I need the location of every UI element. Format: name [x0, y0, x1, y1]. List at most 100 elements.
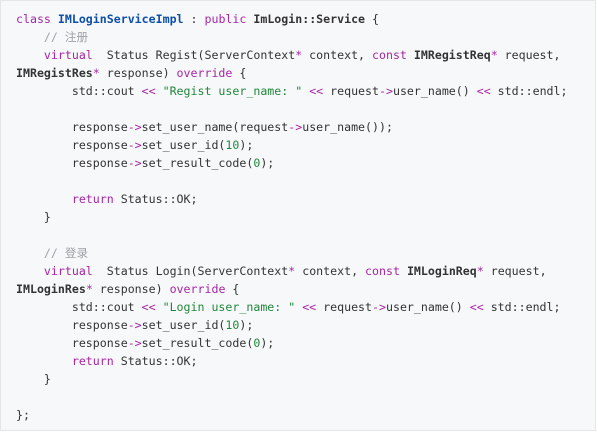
- code-token: // 登录: [43, 246, 89, 260]
- code-token: <<: [476, 84, 491, 98]
- code-token: std::cout: [16, 300, 142, 314]
- code-token: IMLoginReq: [406, 264, 477, 278]
- code-token: return: [71, 192, 114, 206]
- code-token: <<: [141, 84, 156, 98]
- code-token: <<: [141, 300, 156, 314]
- code-token: response: [16, 336, 128, 350]
- code-token: response: [16, 318, 128, 332]
- code-line: IMRegistRes* response) override {: [16, 64, 595, 82]
- code-token: IMLoginServiceImpl: [57, 12, 184, 26]
- code-token: *: [85, 282, 93, 296]
- code-token: <<: [302, 300, 317, 314]
- code-token: request: [316, 300, 373, 314]
- code-token: std::endl;: [483, 300, 561, 314]
- code-token: user_name(): [385, 300, 470, 314]
- code-token: *: [490, 48, 498, 62]
- code-token: Status::OK;: [113, 192, 198, 206]
- code-token: :: [183, 12, 205, 26]
- code-token: IMRegistRes: [16, 66, 93, 80]
- code-token: *: [476, 264, 484, 278]
- code-token: <<: [309, 84, 324, 98]
- code-token: std::cout: [16, 84, 142, 98]
- code-line: [16, 388, 595, 406]
- code-line: response->set_user_id(10);: [16, 136, 595, 154]
- code-line: return Status::OK;: [16, 190, 595, 208]
- code-token: [16, 192, 72, 206]
- code-line: }: [16, 370, 595, 388]
- code-token: [16, 30, 44, 44]
- code-token: ->: [127, 156, 142, 170]
- code-token: [16, 246, 44, 260]
- code-block: class IMLoginServiceImpl : public ImLogi…: [0, 0, 596, 431]
- code-token: Status Login(ServerContext: [92, 264, 289, 278]
- code-token: IMRegistReq: [413, 48, 491, 62]
- code-token: class: [16, 12, 58, 26]
- code-token: // 注册: [43, 30, 89, 44]
- code-token: *: [288, 264, 296, 278]
- code-token: "Regist user_name: ": [162, 84, 303, 98]
- code-token: request,: [497, 48, 561, 62]
- code-token: std::endl;: [490, 84, 568, 98]
- code-token: request,: [483, 264, 547, 278]
- code-token: virtual: [43, 48, 93, 62]
- code-token: set_result_code(: [141, 156, 254, 170]
- code-token: );: [239, 138, 254, 152]
- code-token: user_name());: [302, 120, 393, 134]
- code-token: public: [204, 12, 254, 26]
- code-line: response->set_result_code(0);: [16, 334, 595, 352]
- code-token: ImLogin::Service: [253, 12, 366, 26]
- code-token: [16, 264, 44, 278]
- code-line: [16, 172, 595, 190]
- code-token: const: [365, 264, 407, 278]
- code-token: ->: [288, 120, 303, 134]
- code-line: [16, 226, 595, 244]
- code-token: *: [92, 66, 100, 80]
- code-token: const: [372, 48, 414, 62]
- code-line: response->set_user_id(10);: [16, 316, 595, 334]
- code-line: return Status::OK;: [16, 352, 595, 370]
- code-line: virtual Status Login(ServerContext* cont…: [16, 262, 595, 280]
- code-token: [16, 354, 72, 368]
- code-line: // 注册: [16, 28, 595, 46]
- code-token: "Login user_name: ": [162, 300, 296, 314]
- code-token: {: [232, 66, 247, 80]
- code-token: override: [176, 66, 233, 80]
- code-token: ->: [127, 138, 142, 152]
- code-token: {: [225, 282, 240, 296]
- code-token: ->: [127, 336, 142, 350]
- code-token: override: [169, 282, 226, 296]
- code-token: 0: [253, 336, 261, 350]
- code-token: 0: [253, 156, 261, 170]
- code-token: user_name(): [392, 84, 477, 98]
- code-token: ->: [372, 300, 386, 314]
- code-token: set_user_name(request: [141, 120, 289, 134]
- code-token: <<: [469, 300, 484, 314]
- code-line: std::cout << "Regist user_name: " << req…: [16, 82, 595, 100]
- code-line: IMLoginRes* response) override {: [16, 280, 595, 298]
- code-line: };: [16, 406, 595, 424]
- code-token: }: [16, 210, 51, 224]
- code-token: response): [99, 66, 177, 80]
- code-line: response->set_user_name(request->user_na…: [16, 118, 595, 136]
- code-token: context,: [302, 48, 373, 62]
- code-token: ->: [379, 84, 393, 98]
- code-token: set_user_id(: [141, 318, 226, 332]
- code-token: return: [71, 354, 114, 368]
- code-token: ->: [127, 120, 142, 134]
- code-token: );: [239, 318, 254, 332]
- code-line: std::cout << "Login user_name: " << requ…: [16, 298, 595, 316]
- code-token: );: [260, 336, 275, 350]
- code-token: request: [323, 84, 379, 98]
- code-token: }: [16, 372, 51, 386]
- code-token: [16, 48, 44, 62]
- code-line: // 登录: [16, 244, 595, 262]
- code-token: IMLoginRes: [16, 282, 86, 296]
- code-token: set_result_code(: [141, 336, 254, 350]
- code-token: response: [16, 156, 128, 170]
- code-line: response->set_result_code(0);: [16, 154, 595, 172]
- code-token: *: [295, 48, 303, 62]
- code-token: response: [16, 138, 128, 152]
- code-token: 10: [225, 318, 240, 332]
- code-token: set_user_id(: [141, 138, 226, 152]
- code-line: virtual Status Regist(ServerContext* con…: [16, 46, 595, 64]
